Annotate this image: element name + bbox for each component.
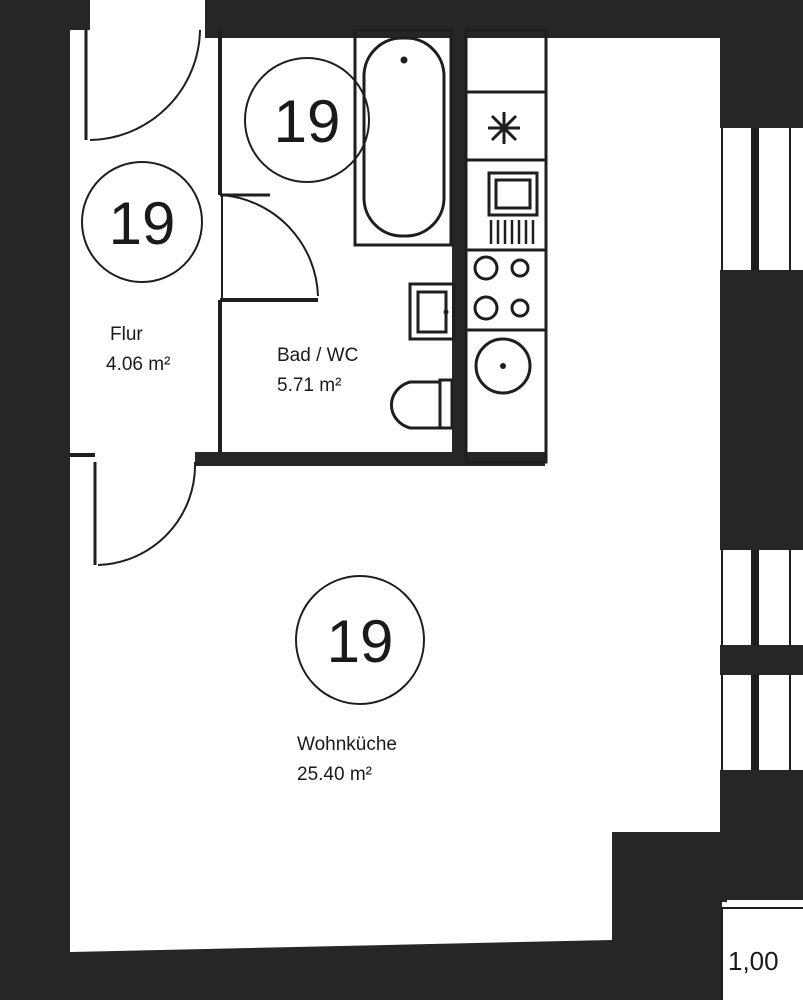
room-name: Bad / WC: [277, 345, 358, 366]
room-number: 19: [327, 608, 394, 675]
room-area: 4.06 m²: [106, 354, 170, 375]
room-bad-wc: 19 Bad / WC 5.71 m²: [244, 57, 370, 396]
refrigerator-icon: [488, 112, 520, 144]
livingroom-door: [93, 461, 197, 566]
bathroom-door: [221, 194, 319, 300]
kitchen-unit: [464, 28, 548, 464]
interior-walls: [70, 30, 545, 466]
sink-icon: [474, 337, 532, 395]
window-bottom: [721, 675, 803, 770]
window-middle: [721, 550, 803, 645]
bathtub: [353, 28, 453, 247]
room-number: 19: [274, 88, 341, 155]
washbasin: [408, 282, 456, 341]
room-name: Wohnküche: [297, 734, 397, 755]
doors: [89, 29, 319, 566]
room-name: Flur: [110, 324, 143, 345]
room-area: 25.40 m²: [297, 764, 372, 785]
dimension-box: [721, 902, 803, 1000]
toilet: [389, 378, 454, 430]
oven-icon: [487, 171, 539, 244]
room-flur: 19 Flur 4.06 m²: [81, 161, 203, 375]
stove-icon: [473, 255, 530, 321]
windows: [721, 128, 803, 770]
dimension-label: 1,00: [728, 946, 779, 976]
window-top: [721, 128, 803, 270]
entrance-door: [89, 29, 201, 141]
room-wohnkueche: 19 Wohnküche 25.40 m²: [295, 575, 425, 785]
room-number: 19: [109, 190, 176, 257]
room-area: 5.71 m²: [277, 375, 341, 396]
